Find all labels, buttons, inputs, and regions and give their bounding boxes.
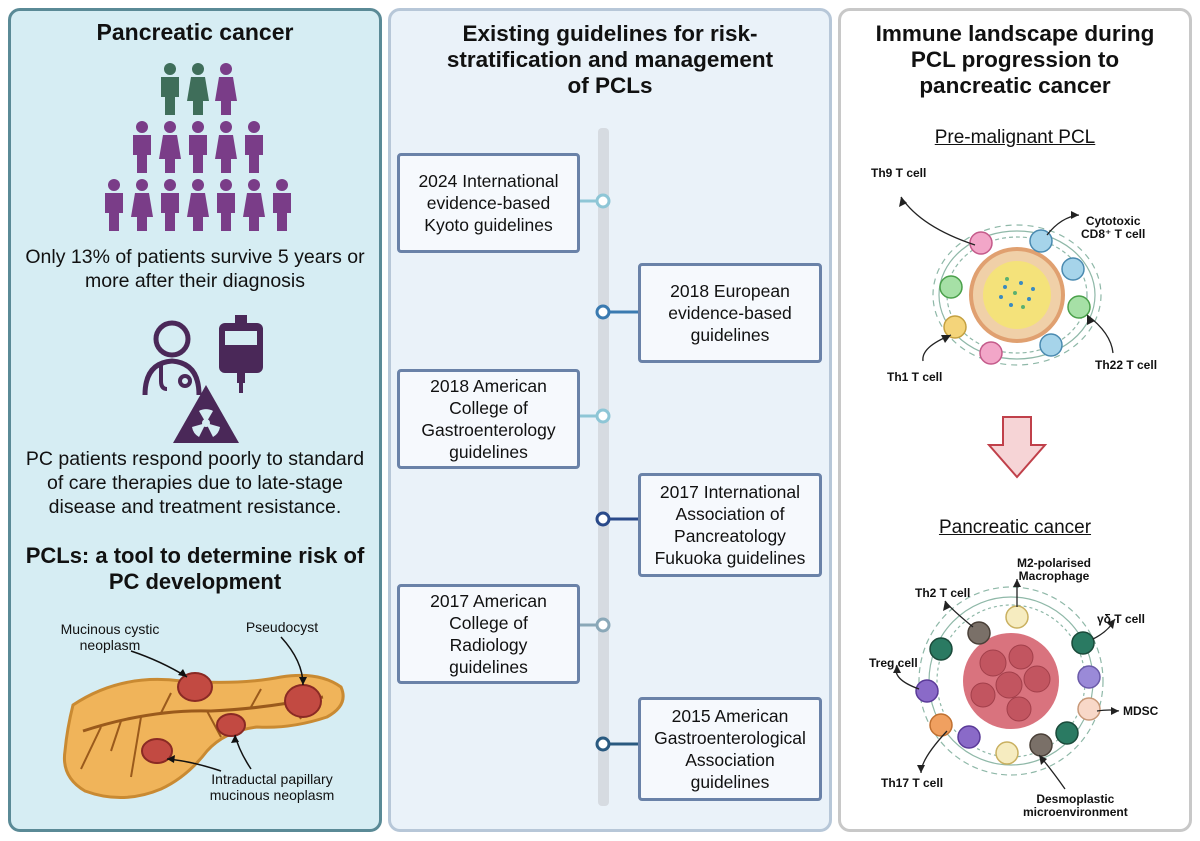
title-line: Existing guidelines for risk-	[462, 21, 758, 46]
premalignant-heading: Pre-malignant PCL	[934, 127, 1096, 148]
person-icon	[215, 63, 237, 115]
label-line: Macrophage	[1018, 569, 1090, 583]
th9-cell-label: Th9 T cell	[871, 166, 927, 180]
person-icon	[161, 179, 179, 231]
timeline-node	[595, 617, 611, 633]
timeline-node	[595, 408, 611, 424]
person-icon	[273, 179, 291, 231]
panel-title: Existing guidelines for risk- stratifica…	[391, 21, 829, 99]
therapy-text-line: PC patients respond poorly to standard	[25, 448, 365, 470]
pcl-heading-line: PCLs: a tool to determine risk of	[25, 543, 365, 568]
timeline-node	[595, 193, 611, 209]
doctor-icon	[142, 320, 202, 396]
person-icon	[215, 121, 237, 173]
guideline-box: 2017 International Association of Pancre…	[638, 473, 822, 577]
gamma-delta-cell-label: γδ T cell	[1097, 612, 1145, 626]
label-line: Intraductal papillary	[211, 771, 333, 787]
person-icon	[189, 121, 207, 173]
desmoplastic-microenvironment-label: Desmoplastic microenvironment	[1023, 793, 1128, 819]
cancer-cluster-illustration	[893, 579, 1120, 790]
iv-bag-icon	[219, 315, 263, 393]
label-line: neoplasm	[79, 637, 141, 653]
title-line: stratification and management	[446, 47, 774, 72]
survival-statistic-text: Only 13% of patients survive 5 years or …	[11, 245, 379, 293]
pancreatic-cancer-panel: Pancreatic cancer Only 13% of patients s…	[8, 8, 382, 832]
person-icon	[159, 121, 181, 173]
label-line: Desmoplastic	[1036, 792, 1115, 806]
pancreas-illustration	[62, 636, 345, 800]
progression-down-arrow	[986, 416, 1048, 479]
th1-cell-label: Th1 T cell	[887, 370, 943, 384]
label-line: microenvironment	[1023, 805, 1128, 819]
panel-title: Pancreatic cancer	[96, 19, 294, 45]
person-icon	[217, 179, 235, 231]
therapy-text-line: of care therapies due to late-stage	[47, 472, 343, 494]
survival-text-line: Only 13% of patients survive 5 years or	[25, 246, 365, 268]
person-icon	[187, 179, 209, 231]
person-icon	[161, 63, 179, 115]
radiation-icon	[173, 385, 239, 443]
mucinous-cystic-neoplasm-label: Mucinous cystic neoplasm	[45, 621, 175, 653]
m2-macrophage-label: M2-polarised Macrophage	[1017, 557, 1091, 583]
person-icon	[187, 63, 209, 115]
title-line: pancreatic cancer	[919, 73, 1111, 98]
timeline-node	[595, 304, 611, 320]
person-icon	[105, 179, 123, 231]
cytotoxic-cd8-cell-label: Cytotoxic CD8⁺ T cell	[1081, 215, 1145, 241]
timeline-connectors	[580, 193, 638, 752]
pseudocyst-label: Pseudocyst	[245, 619, 319, 635]
panel-title: Immune landscape during PCL progression …	[841, 21, 1189, 99]
immune-landscape-panel: Immune landscape during PCL progression …	[838, 8, 1192, 832]
therapy-response-text: PC patients respond poorly to standard o…	[11, 447, 379, 519]
person-icon	[245, 121, 263, 173]
pcl-heading: PCLs: a tool to determine risk of PC dev…	[11, 543, 379, 595]
th22-cell-label: Th22 T cell	[1095, 358, 1158, 372]
person-icon	[243, 179, 265, 231]
guideline-box: 2018 American College of Gastroenterolog…	[397, 369, 580, 469]
title-line: of PCLs	[567, 73, 653, 98]
timeline-node	[595, 511, 611, 527]
title-line: Immune landscape during	[875, 21, 1155, 46]
survival-people-pictogram	[105, 63, 291, 231]
guidelines-panel: Existing guidelines for risk- stratifica…	[388, 8, 832, 832]
title-line: PCL progression to	[910, 47, 1120, 72]
label-line: CD8⁺ T cell	[1081, 227, 1146, 241]
th17-cell-label: Th17 T cell	[881, 776, 944, 790]
guideline-box: 2015 American Gastroenterological Associ…	[638, 697, 822, 801]
mdsc-label: MDSC	[1123, 704, 1159, 718]
label-line: Cytotoxic	[1085, 214, 1141, 228]
survival-text-line: more after their diagnosis	[84, 270, 306, 292]
label-line: mucinous neoplasm	[209, 787, 335, 803]
pcl-heading-line: PC development	[108, 569, 282, 594]
cancer-heading: Pancreatic cancer	[938, 517, 1092, 538]
label-line: Mucinous cystic	[60, 621, 160, 637]
guideline-box: 2024 International evidence-based Kyoto …	[397, 153, 580, 253]
th2-cell-label: Th2 T cell	[915, 586, 971, 600]
ipmn-label: Intraductal papillary mucinous neoplasm	[187, 771, 357, 803]
timeline-bar	[598, 128, 609, 806]
guideline-box: 2018 European evidence-based guidelines	[638, 263, 822, 363]
treg-cell-label: Treg cell	[869, 656, 918, 670]
label-line: M2-polarised	[1017, 556, 1092, 570]
person-icon	[131, 179, 153, 231]
therapy-text-line: disease and treatment resistance.	[48, 496, 342, 518]
premalignant-cluster-illustration	[899, 196, 1114, 366]
timeline-node	[595, 736, 611, 752]
guideline-box: 2017 American College of Radiology guide…	[397, 584, 580, 684]
person-icon	[133, 121, 151, 173]
